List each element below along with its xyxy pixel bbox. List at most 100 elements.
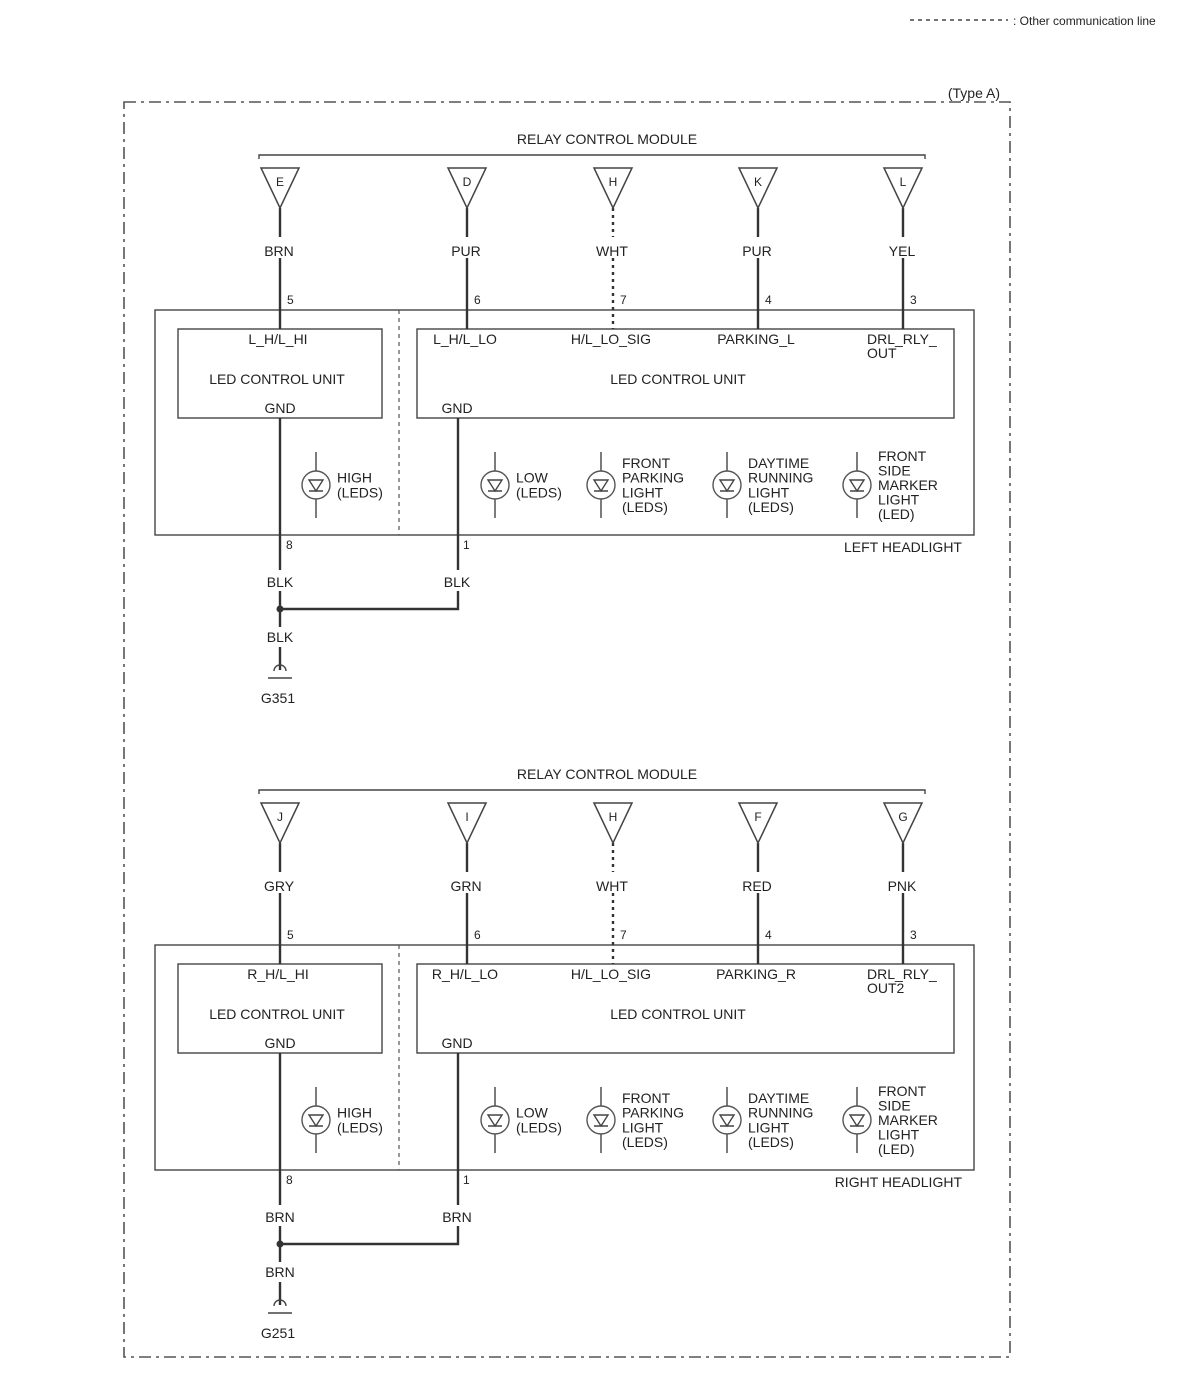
legend: : Other communication line bbox=[910, 14, 1156, 28]
ground-pin: 1 bbox=[463, 1173, 470, 1187]
led-label: HIGH(LEDS) bbox=[337, 1105, 383, 1136]
led-label: LOW(LEDS) bbox=[516, 470, 562, 501]
diode-symbol bbox=[592, 1114, 610, 1128]
wire-color: WHT bbox=[596, 243, 628, 259]
unit-name: LED CONTROL UNIT bbox=[209, 371, 345, 387]
terminal-letter: F bbox=[754, 810, 761, 824]
connector-triangle bbox=[737, 802, 779, 845]
connector-triangle bbox=[737, 167, 779, 210]
ground-pin: 1 bbox=[463, 538, 470, 552]
led-control-unit-right bbox=[416, 328, 955, 419]
diode-symbol bbox=[486, 479, 504, 493]
wire-color: RED bbox=[742, 878, 772, 894]
led-icon bbox=[842, 470, 872, 500]
splice-dot bbox=[276, 605, 284, 613]
pin-number: 7 bbox=[620, 293, 627, 307]
led-label: LOW(LEDS) bbox=[516, 1105, 562, 1136]
diode-symbol bbox=[307, 1114, 325, 1128]
module-title: RELAY CONTROL MODULE bbox=[517, 766, 697, 782]
signal-label: PARKING_L bbox=[717, 331, 795, 347]
type-a-frame bbox=[123, 101, 1011, 1358]
signal-label: R_H/L_HI bbox=[247, 966, 308, 982]
pin-number: 5 bbox=[287, 293, 294, 307]
ground-symbol-icon bbox=[268, 1299, 292, 1314]
terminal-letter: E bbox=[276, 175, 284, 189]
headlight-housing bbox=[154, 309, 975, 536]
connector-triangle bbox=[592, 802, 634, 845]
pin-number: 3 bbox=[910, 928, 917, 942]
module-bracket bbox=[258, 154, 926, 159]
led-1: LOW(LEDS) bbox=[480, 1087, 562, 1153]
signal-label: DRL_RLY_OUT bbox=[867, 331, 937, 361]
legend-text: : Other communication line bbox=[1013, 14, 1156, 28]
ground-wire-color: BLK bbox=[267, 629, 294, 645]
ground-symbol-icon bbox=[268, 664, 292, 679]
splice-dot bbox=[276, 1240, 284, 1248]
terminal-letter: H bbox=[609, 810, 618, 824]
unit-name: LED CONTROL UNIT bbox=[209, 1006, 345, 1022]
ground-wire-color: BRN bbox=[442, 1209, 472, 1225]
gnd-label: GND bbox=[264, 1035, 295, 1051]
ground-splice-wire bbox=[280, 591, 460, 611]
terminal-letter: I bbox=[465, 810, 468, 824]
connector-triangle bbox=[446, 802, 488, 845]
terminal-letter: H bbox=[609, 175, 618, 189]
diode-symbol bbox=[486, 1114, 504, 1128]
led-icon bbox=[842, 1105, 872, 1135]
ground-wire-color: BRN bbox=[265, 1209, 295, 1225]
gnd-label: GND bbox=[441, 1035, 472, 1051]
led-icon bbox=[586, 1105, 616, 1135]
connector-triangle bbox=[592, 167, 634, 210]
diode-symbol bbox=[848, 1114, 866, 1128]
terminal-letter: K bbox=[754, 175, 762, 189]
signal-label: H/L_LO_SIG bbox=[571, 966, 651, 982]
led-icon bbox=[480, 1105, 510, 1135]
ground-wire-color: BRN bbox=[265, 1264, 295, 1280]
led-1: LOW(LEDS) bbox=[480, 452, 562, 518]
wire-color: GRY bbox=[264, 878, 295, 894]
module-title: RELAY CONTROL MODULE bbox=[517, 131, 697, 147]
ground-wire-color: BLK bbox=[444, 574, 471, 590]
ground-pin: 8 bbox=[286, 1173, 293, 1187]
signal-label: L_H/L_LO bbox=[433, 331, 497, 347]
diode-symbol bbox=[718, 1114, 736, 1128]
signal-label: PARKING_R bbox=[716, 966, 796, 982]
terminal-letter: G bbox=[898, 810, 907, 824]
connector-triangle bbox=[259, 167, 301, 210]
ground-wire-color: BLK bbox=[267, 574, 294, 590]
module-bracket bbox=[258, 789, 926, 794]
led-icon bbox=[301, 1105, 331, 1135]
led-0: HIGH(LEDS) bbox=[301, 1087, 383, 1153]
wire-color: PNK bbox=[888, 878, 917, 894]
wire-color: YEL bbox=[889, 243, 916, 259]
wire-color: BRN bbox=[264, 243, 294, 259]
wire-color: PUR bbox=[742, 243, 772, 259]
ground-pin: 8 bbox=[286, 538, 293, 552]
terminal-letter: J bbox=[277, 810, 283, 824]
gnd-label: GND bbox=[441, 400, 472, 416]
pin-number: 5 bbox=[287, 928, 294, 942]
ground-point-label: G251 bbox=[261, 1325, 295, 1341]
diode-symbol bbox=[718, 479, 736, 493]
wire-color: PUR bbox=[451, 243, 481, 259]
type-label: (Type A) bbox=[948, 85, 1000, 101]
unit-name: LED CONTROL UNIT bbox=[610, 1006, 746, 1022]
terminal-letter: L bbox=[900, 175, 907, 189]
